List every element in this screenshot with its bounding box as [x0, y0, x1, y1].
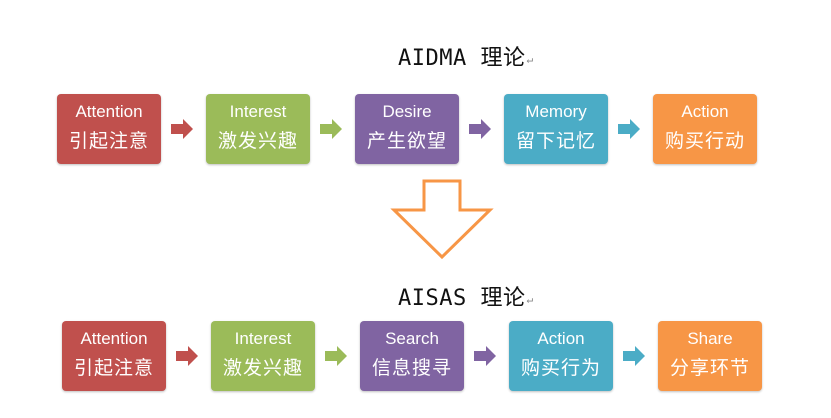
aisas-step-attention: Attention 引起注意 [62, 321, 166, 391]
step-label-en: Action [681, 102, 729, 121]
aisas-step-interest: Interest 激发兴趣 [211, 321, 315, 391]
step-label-en: Search [385, 329, 439, 348]
arrow-right-icon [320, 119, 342, 139]
step-label-en: Action [537, 329, 585, 348]
step-label-en: Attention [75, 102, 143, 121]
aidma-step-desire: Desire 产生欲望 [355, 94, 459, 164]
paragraph-mark-icon: ↵ [526, 53, 534, 66]
transition-arrow-outline [390, 179, 494, 260]
step-label-cn: 分享环节 [669, 357, 750, 379]
aidma-title: AIDMA 理论↵ [398, 40, 534, 72]
step-label-cn: 留下记忆 [515, 130, 596, 152]
arrow-right-icon [176, 346, 198, 366]
step-label-en: Attention [80, 329, 148, 348]
step-label-cn: 购买行为 [520, 357, 601, 379]
step-label-cn: 激发兴趣 [222, 357, 303, 379]
arrow-right-icon [171, 119, 193, 139]
step-label-en: Interest [234, 329, 292, 348]
step-label-cn: 产生欲望 [366, 130, 447, 152]
step-label-en: Desire [382, 102, 432, 121]
step-label-cn: 购买行动 [664, 130, 745, 152]
aisas-title: AISAS 理论↵ [398, 280, 534, 312]
aisas-step-search: Search 信息搜寻 [360, 321, 464, 391]
arrow-right-icon [623, 346, 645, 366]
aisas-step-action: Action 购买行为 [509, 321, 613, 391]
step-label-en: Memory [525, 102, 587, 121]
arrow-right-icon [474, 346, 496, 366]
step-label-cn: 引起注意 [73, 357, 154, 379]
step-label-en: Interest [229, 102, 287, 121]
arrow-right-icon [325, 346, 347, 366]
step-label-cn: 激发兴趣 [217, 130, 298, 152]
aidma-step-attention: Attention 引起注意 [57, 94, 161, 164]
paragraph-mark-icon: ↵ [526, 293, 534, 306]
arrow-right-icon [469, 119, 491, 139]
aidma-title-text: AIDMA 理论 [398, 46, 526, 71]
aidma-step-interest: Interest 激发兴趣 [206, 94, 310, 164]
aidma-step-action: Action 购买行动 [653, 94, 757, 164]
aisas-title-text: AISAS 理论 [398, 286, 526, 311]
step-label-cn: 引起注意 [68, 130, 149, 152]
step-label-en: Share [687, 329, 733, 348]
aidma-step-memory: Memory 留下记忆 [504, 94, 608, 164]
step-label-cn: 信息搜寻 [371, 357, 452, 379]
transition-arrow-down-icon [390, 179, 494, 260]
aisas-step-share: Share 分享环节 [658, 321, 762, 391]
arrow-right-icon [618, 119, 640, 139]
